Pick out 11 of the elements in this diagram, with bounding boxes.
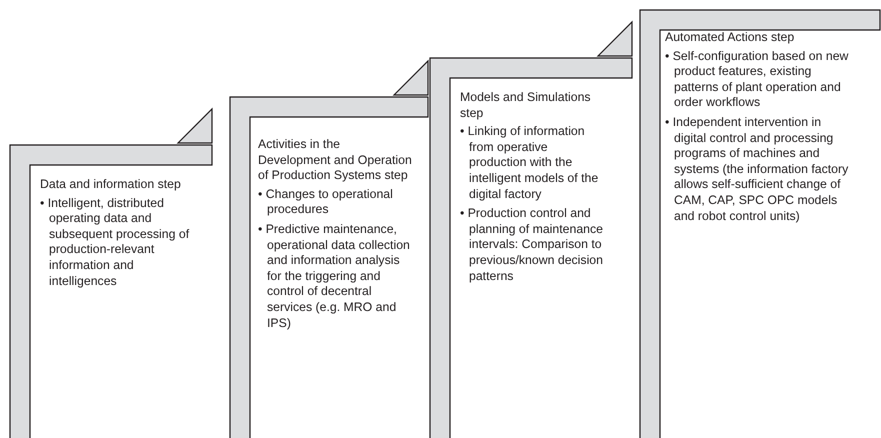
bullet-point: • Linking of information from operative production with the intelligent models of the digital factory — [460, 124, 600, 202]
step-heading: Data and information step — [40, 177, 182, 193]
bullet-point: • Intelligent, distributed operating data and subsequent processing of production-relevant information and intelligences — [40, 196, 190, 290]
bullet-point: • Predictive maintenance, operational data collection and information analysis for the triggering and control of decentral services (e.g. MRO and IPS) — [258, 222, 411, 332]
bullet-point: • Changes to operational procedures — [258, 186, 394, 218]
step-heading: Activities in the Development and Operation of Production Systems step — [258, 137, 413, 184]
bullet-point: • Independent intervention in digital control and processing programs of machines and systems (the information factory allows self-sufficient change of CAM, CAP, SPC OPC models and robot control units) — [665, 114, 850, 224]
bullet-point: • Production control and planning of maintenance intervals: Comparison to previous/known decision patterns — [460, 206, 604, 284]
step-heading: Models and Simulations step — [460, 90, 592, 122]
bullet-point: • Self-configuration based on new product features, existing patterns of plant operation and order workflows — [665, 48, 850, 111]
step-heading: Automated Actions step — [665, 30, 796, 46]
